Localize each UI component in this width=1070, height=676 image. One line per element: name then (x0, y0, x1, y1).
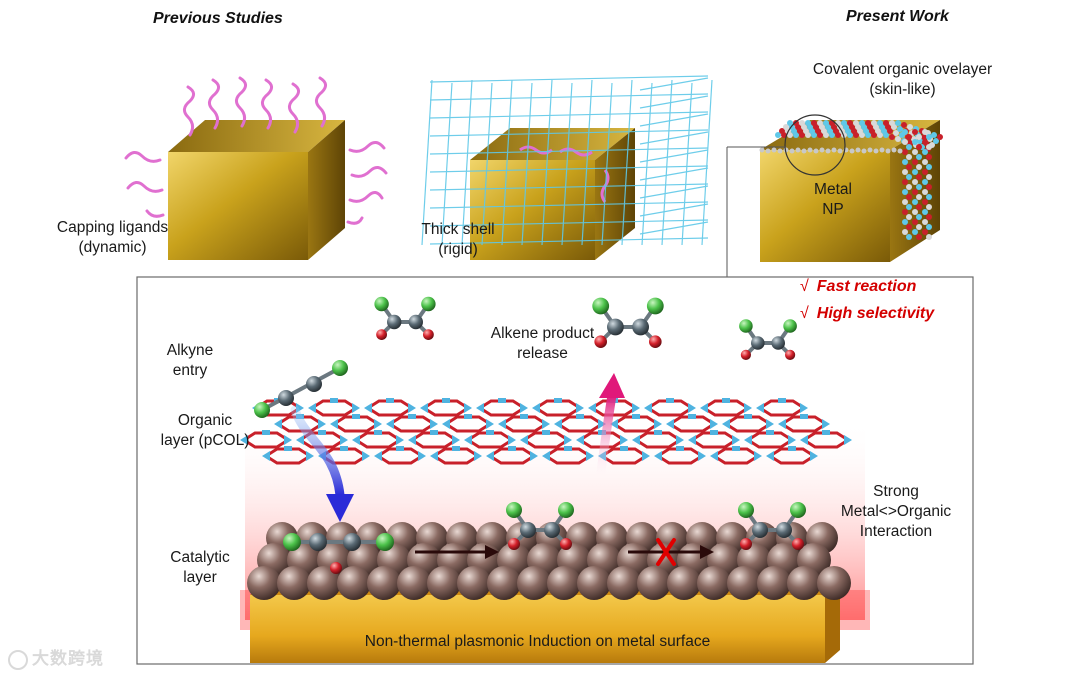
label-thick-shell: Thick shell (rigid) (398, 220, 518, 260)
label-metal-np-line1: Metal (814, 181, 852, 198)
label-organic-layer: Organic layer (pCOL) (150, 411, 260, 451)
label-interaction-line1: Strong (873, 483, 919, 500)
checkmark-icon: √ (800, 278, 809, 295)
label-alkyne-line2: entry (172, 362, 208, 379)
label-catalytic-layer: Catalytic layer (155, 548, 245, 588)
label-overlayer-line2: (skin-like) (869, 81, 936, 98)
label-interaction-line3: Interaction (859, 523, 933, 540)
ligand-chains (124, 76, 388, 225)
watermark: 大数跨境 (8, 644, 104, 670)
label-organic-line2: layer (pCOL) (160, 432, 250, 449)
overlayer-beads (759, 120, 943, 240)
label-shell-line2: (rigid) (438, 241, 478, 258)
shell-mesh (421, 75, 713, 246)
label-overlayer-line1: Covalent organic ovelayer (812, 61, 993, 78)
check-fast-reaction-text: Fast reaction (816, 278, 917, 295)
alkene-release-arrow (595, 373, 625, 485)
label-alkene-line2: release (517, 345, 568, 362)
check-high-selectivity: √ High selectivity (800, 305, 934, 323)
heading-present-work: Present Work (846, 8, 949, 25)
heading-previous-studies: Previous Studies (153, 10, 283, 27)
checkmark-icon: √ (800, 305, 809, 322)
label-capping-ligands: Capping ligands (dynamic) (30, 218, 195, 258)
label-overlayer: Covalent organic ovelayer (skin-like) (780, 60, 1025, 100)
label-capping-line2: (dynamic) (78, 239, 147, 256)
cube-thick-shell (421, 75, 713, 260)
label-interaction: Strong Metal<>Organic Interaction (826, 482, 966, 542)
label-interaction-line2: Metal<>Organic (840, 503, 952, 520)
organic-framework-layer (240, 398, 852, 465)
label-alkene-release: Alkene product release (475, 324, 610, 364)
label-alkyne-line1: Alkyne (166, 342, 214, 359)
surface-arrow-1 (415, 545, 499, 559)
label-metal-np: Metal NP (793, 180, 873, 220)
cube-overlayer (726, 114, 943, 277)
label-base-induction: Non-thermal plasmonic Induction on metal… (364, 633, 711, 650)
label-alkyne-entry: Alkyne entry (150, 341, 230, 381)
molecules (254, 296, 806, 574)
label-shell-line1: Thick shell (421, 221, 495, 238)
label-catalytic-line2: layer (183, 569, 217, 586)
label-catalytic-line1: Catalytic (170, 549, 230, 566)
alkyne-entry-arrow (290, 405, 354, 522)
label-organic-line1: Organic (177, 412, 233, 429)
check-fast-reaction: √ Fast reaction (800, 278, 916, 296)
blocked-x-icon (656, 538, 676, 566)
check-high-selectivity-text: High selectivity (816, 305, 935, 322)
label-capping-line1: Capping ligands (56, 219, 169, 236)
watermark-logo-icon (8, 649, 28, 670)
zoom-circle (784, 114, 846, 176)
label-metal-np-line2: NP (822, 201, 844, 218)
label-alkene-line1: Alkene product (490, 325, 595, 342)
watermark-text: 大数跨境 (32, 649, 104, 668)
cube-capping-ligands (124, 76, 388, 260)
